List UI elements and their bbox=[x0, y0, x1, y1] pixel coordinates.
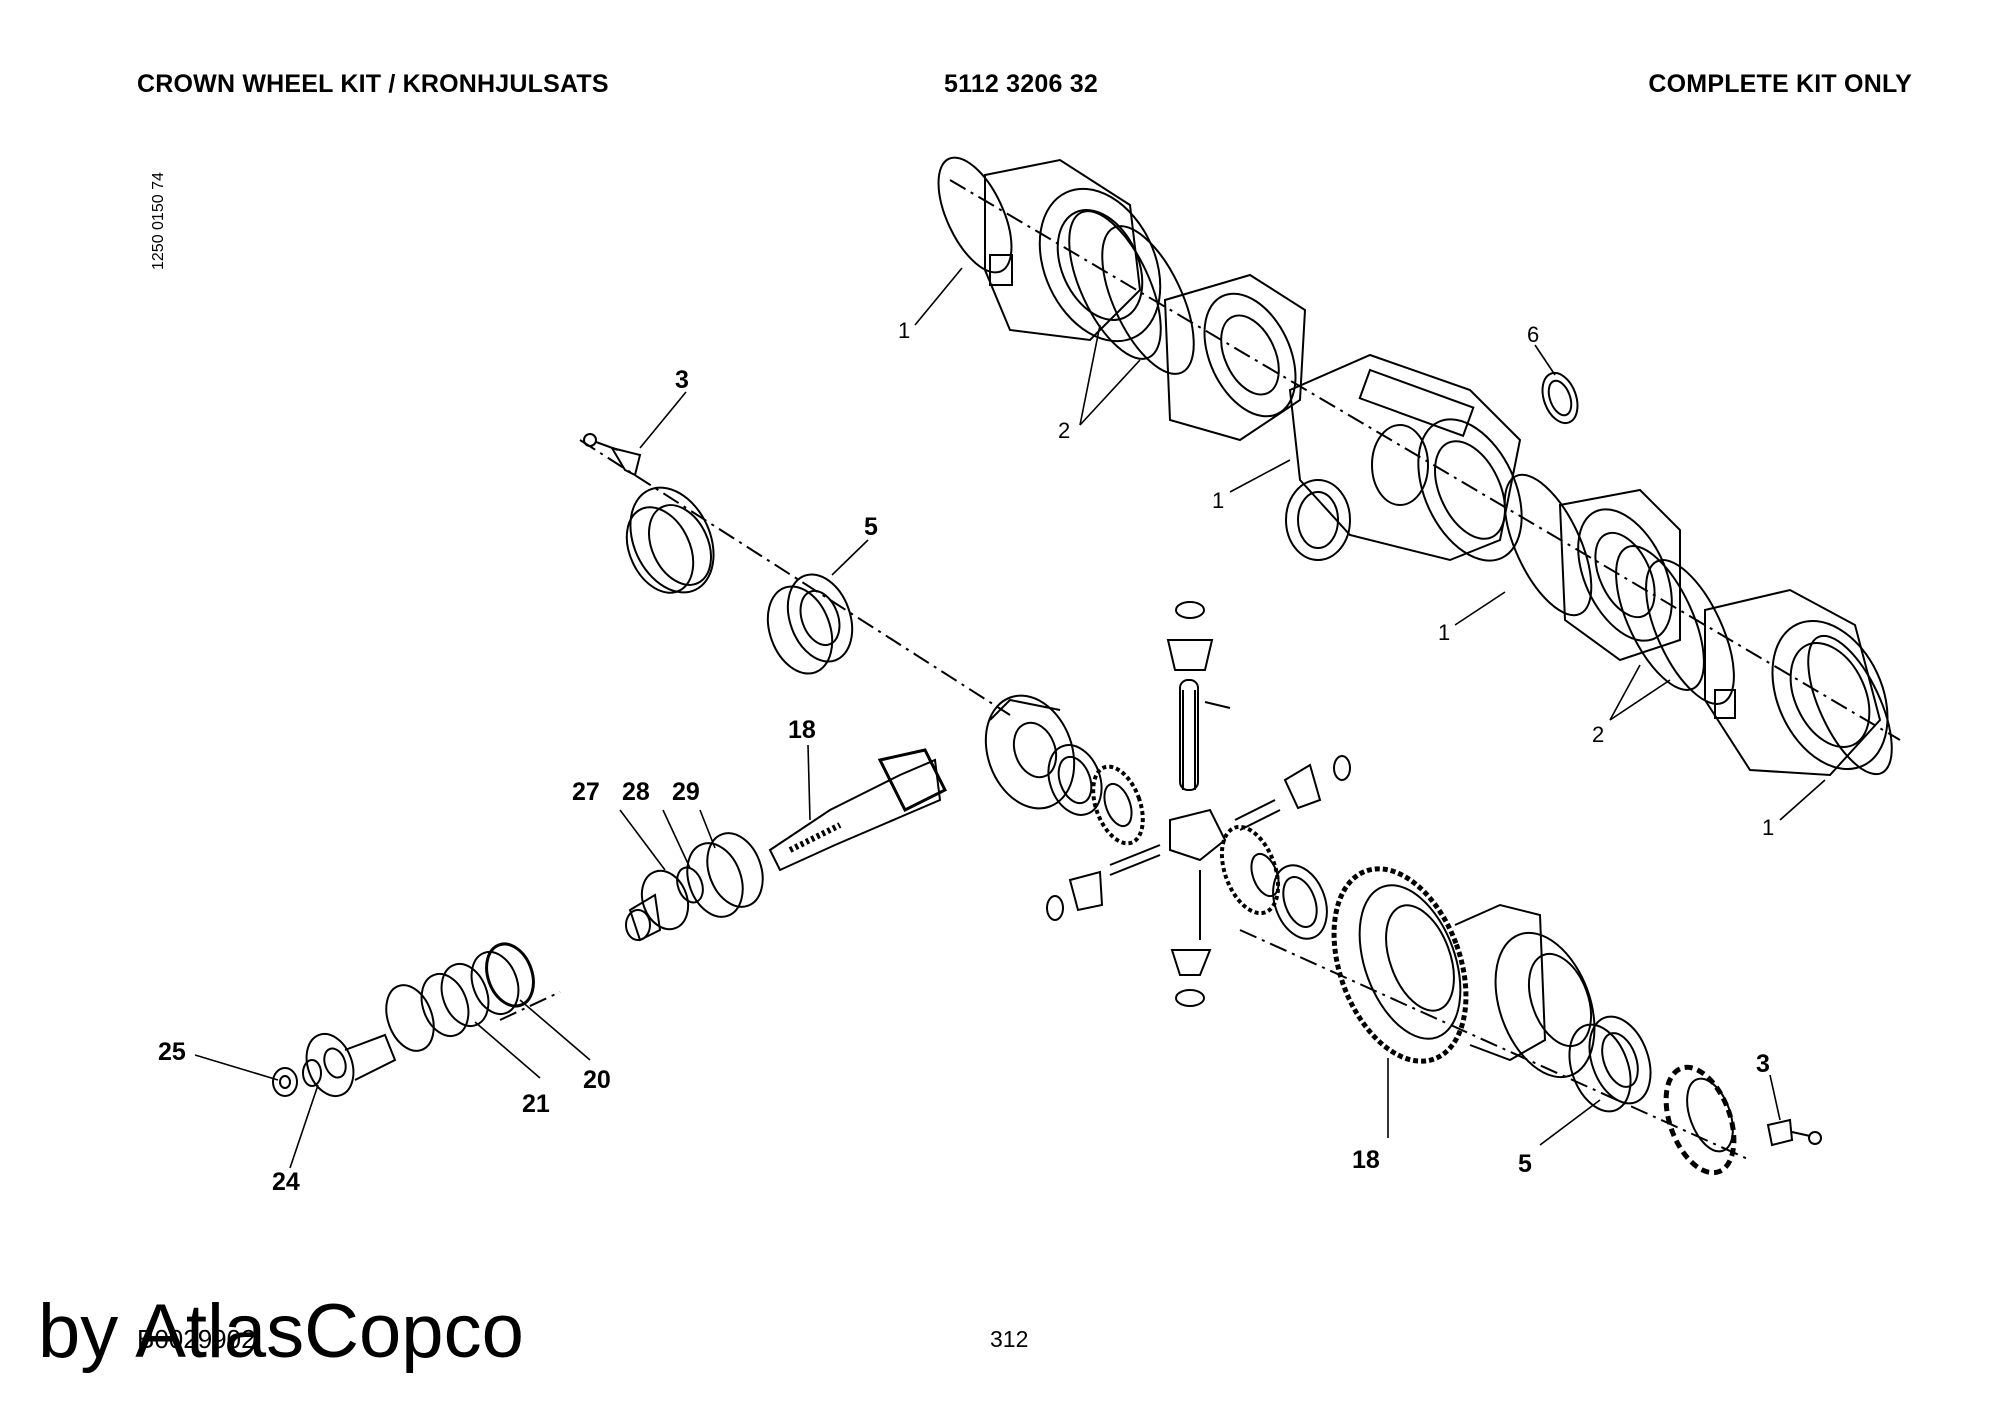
callout-29: 29 bbox=[672, 778, 700, 806]
slotted-nut-part bbox=[625, 486, 715, 594]
kit-note: COMPLETE KIT ONLY bbox=[1648, 70, 1912, 98]
callout-1: 1 bbox=[898, 318, 910, 343]
thrust-washer-part bbox=[1047, 744, 1103, 816]
spider-pinion-bottom bbox=[1170, 949, 1212, 1007]
spider-pinion-top bbox=[1166, 601, 1214, 671]
spider-pin bbox=[1179, 679, 1199, 791]
o-ring-part bbox=[1615, 545, 1705, 691]
differential-spider bbox=[1109, 690, 1281, 940]
axle-housing-group bbox=[937, 156, 1901, 777]
small-ring-part bbox=[1541, 371, 1579, 425]
thrust-washer-part bbox=[1272, 864, 1328, 940]
side-gear-part bbox=[1091, 764, 1145, 846]
part-number: 5112 3206 32 bbox=[944, 70, 1098, 98]
callout-1: 1 bbox=[1762, 815, 1774, 840]
drive-flange-part bbox=[305, 1033, 397, 1097]
o-ring-part bbox=[1807, 634, 1893, 776]
callout-5: 5 bbox=[864, 513, 878, 541]
callout-24: 24 bbox=[272, 1168, 300, 1196]
drawing-ref-code: B0029902 bbox=[137, 1324, 256, 1354]
o-ring-part bbox=[1068, 210, 1162, 360]
callout-5: 5 bbox=[1518, 1150, 1532, 1178]
callout-2: 2 bbox=[1058, 418, 1070, 443]
callout-1: 1 bbox=[1438, 620, 1450, 645]
sleeve-part bbox=[625, 869, 690, 942]
o-ring-part bbox=[1645, 559, 1735, 705]
carrier-flange bbox=[1163, 273, 1307, 442]
bearing-part bbox=[1568, 1015, 1652, 1113]
o-ring-part bbox=[937, 156, 1013, 274]
lock-bolt-part bbox=[583, 433, 642, 477]
callout-28: 28 bbox=[622, 778, 650, 806]
washer-part bbox=[302, 1059, 322, 1087]
o-ring-part bbox=[1101, 225, 1195, 375]
ring-part bbox=[385, 984, 435, 1052]
differential-case-half bbox=[984, 694, 1076, 810]
flange-nut-part bbox=[272, 1067, 298, 1097]
right-end-flange bbox=[1558, 488, 1681, 662]
kit-title: CROWN WHEEL KIT / KRONHJULSATS bbox=[137, 70, 609, 98]
bearing-part bbox=[686, 832, 764, 918]
callout-3: 3 bbox=[675, 366, 689, 394]
callout-1: 1 bbox=[1212, 488, 1224, 513]
bearing-part bbox=[470, 942, 535, 1015]
o-ring-part bbox=[1503, 473, 1593, 617]
callout-27: 27 bbox=[572, 778, 600, 806]
leader-lines bbox=[194, 267, 1826, 1169]
slotted-nut-part bbox=[1663, 1064, 1737, 1176]
callout-3: 3 bbox=[1756, 1050, 1770, 1078]
spider-pinion-right bbox=[1283, 755, 1351, 810]
crown-wheel-part bbox=[1331, 866, 1469, 1064]
callout-18: 18 bbox=[788, 716, 816, 744]
callout-labels: 1 2 1 6 1 2 1 3 5 18 27 28 29 25 20 21 2… bbox=[158, 318, 1774, 1196]
callout-20: 20 bbox=[583, 1066, 611, 1094]
callout-25: 25 bbox=[158, 1038, 186, 1066]
callout-2: 2 bbox=[1592, 722, 1604, 747]
callout-6: 6 bbox=[1527, 322, 1539, 347]
differential-case-right bbox=[1454, 903, 1596, 1079]
watermark: by AtlasCopco bbox=[38, 1289, 524, 1374]
end-housing-top bbox=[984, 158, 1162, 343]
bearing-part bbox=[420, 963, 490, 1037]
page-number: 312 bbox=[990, 1326, 1029, 1352]
lock-bolt-part bbox=[1766, 1118, 1822, 1147]
bearing-part bbox=[766, 573, 854, 675]
pinion-shaft-part bbox=[768, 748, 948, 872]
spacer-part bbox=[676, 866, 704, 904]
axle-center-housing bbox=[1285, 353, 1523, 562]
spider-pinion-left bbox=[1046, 870, 1104, 921]
callout-21: 21 bbox=[522, 1090, 550, 1118]
callout-18: 18 bbox=[1352, 1146, 1380, 1174]
end-housing-bottom bbox=[1704, 588, 1889, 777]
